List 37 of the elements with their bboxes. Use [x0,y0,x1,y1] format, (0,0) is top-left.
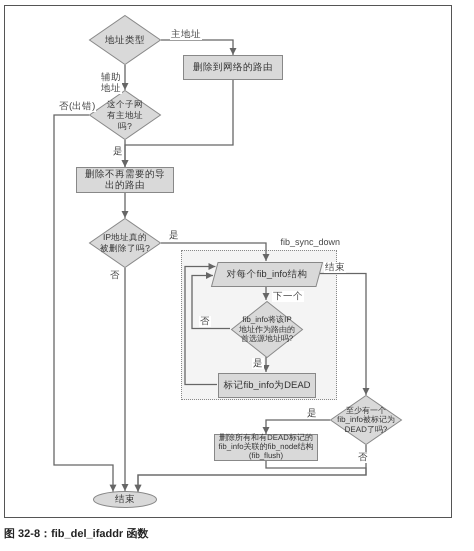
arrow [122,65,128,90]
arrow [318,272,370,395]
process-box: 删除到网络的路由 [183,55,283,80]
arrow [53,114,116,492]
arrow [122,268,128,491]
decision-diamond: fib_info将该IP地址作为路由的首选源地址吗? [231,301,303,358]
figure-caption: 图 32-8：fib_del_ifaddr 函数 [4,527,148,541]
edge-label: 结束 [324,262,346,273]
edge-label: 否 [357,452,369,463]
end-ellipse: 结束 [93,491,157,508]
arrow [134,461,367,492]
edge-label: 否 [109,270,121,281]
decision-diamond: 地址类型 [89,15,161,65]
edge-label: 主地址 [170,29,202,40]
group-title: fib_sync_down [280,237,340,248]
loop-parallelogram: 对每个fib_info结构 [211,262,323,287]
edge-label: 下一个 [272,291,304,302]
arrow [191,272,230,330]
arrow [262,419,330,434]
edge-label: 否(出错) [58,101,96,112]
edge-label: 是 [252,358,264,369]
arrow [262,357,270,372]
decision-diamond: 至少有一个fib_info被标记为DEAD了吗? [330,395,402,445]
arrow [122,193,128,218]
process-box: 标记fib_info为DEAD [218,373,316,398]
edge-label: 辅助地址 [100,72,122,94]
arrow [122,140,128,167]
edge-label: 是 [112,146,124,157]
arrow [161,39,236,55]
decision-diamond: IP地址真的被删除了吗? [89,218,161,268]
edge-label: 是 [306,408,318,419]
arrow [161,242,270,261]
edge-label: 否 [199,316,211,327]
process-box: 删除不再需要的导出的路由 [76,167,174,193]
arrow [262,286,270,300]
edge-label: 是 [168,230,180,241]
arrow [184,263,217,386]
